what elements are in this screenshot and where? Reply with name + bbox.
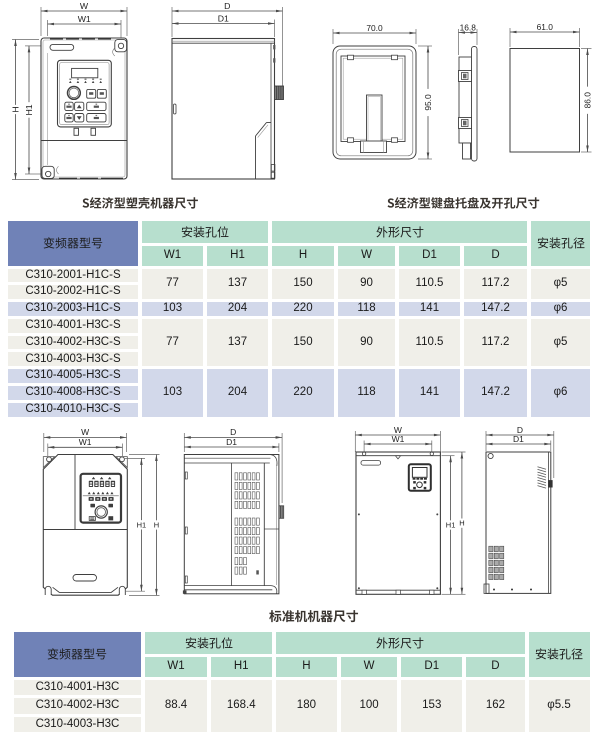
svg-text:86.0: 86.0 <box>583 92 593 109</box>
svg-text:H1: H1 <box>446 521 456 530</box>
svg-text:W: W <box>80 1 89 11</box>
svg-text:W: W <box>394 425 402 435</box>
svg-text:16.8: 16.8 <box>460 22 477 32</box>
svg-text:D: D <box>517 425 523 435</box>
svg-text:H: H <box>11 106 21 112</box>
svg-text:W1: W1 <box>392 434 405 444</box>
svg-text:H1: H1 <box>24 104 34 115</box>
svg-text:70.0: 70.0 <box>366 23 383 33</box>
svg-text:D: D <box>224 1 230 11</box>
svg-text:H1: H1 <box>137 520 147 529</box>
svg-text:D1: D1 <box>513 434 524 444</box>
svg-text:H: H <box>154 520 159 529</box>
svg-text:W1: W1 <box>79 437 92 447</box>
svg-text:D1: D1 <box>226 437 237 447</box>
svg-text:W1: W1 <box>78 14 91 24</box>
svg-text:61.0: 61.0 <box>537 22 554 32</box>
svg-text:W: W <box>81 427 89 437</box>
svg-text:H: H <box>459 519 464 528</box>
svg-text:D1: D1 <box>218 13 229 23</box>
svg-text:D: D <box>230 427 236 437</box>
svg-text:95.0: 95.0 <box>423 94 433 111</box>
